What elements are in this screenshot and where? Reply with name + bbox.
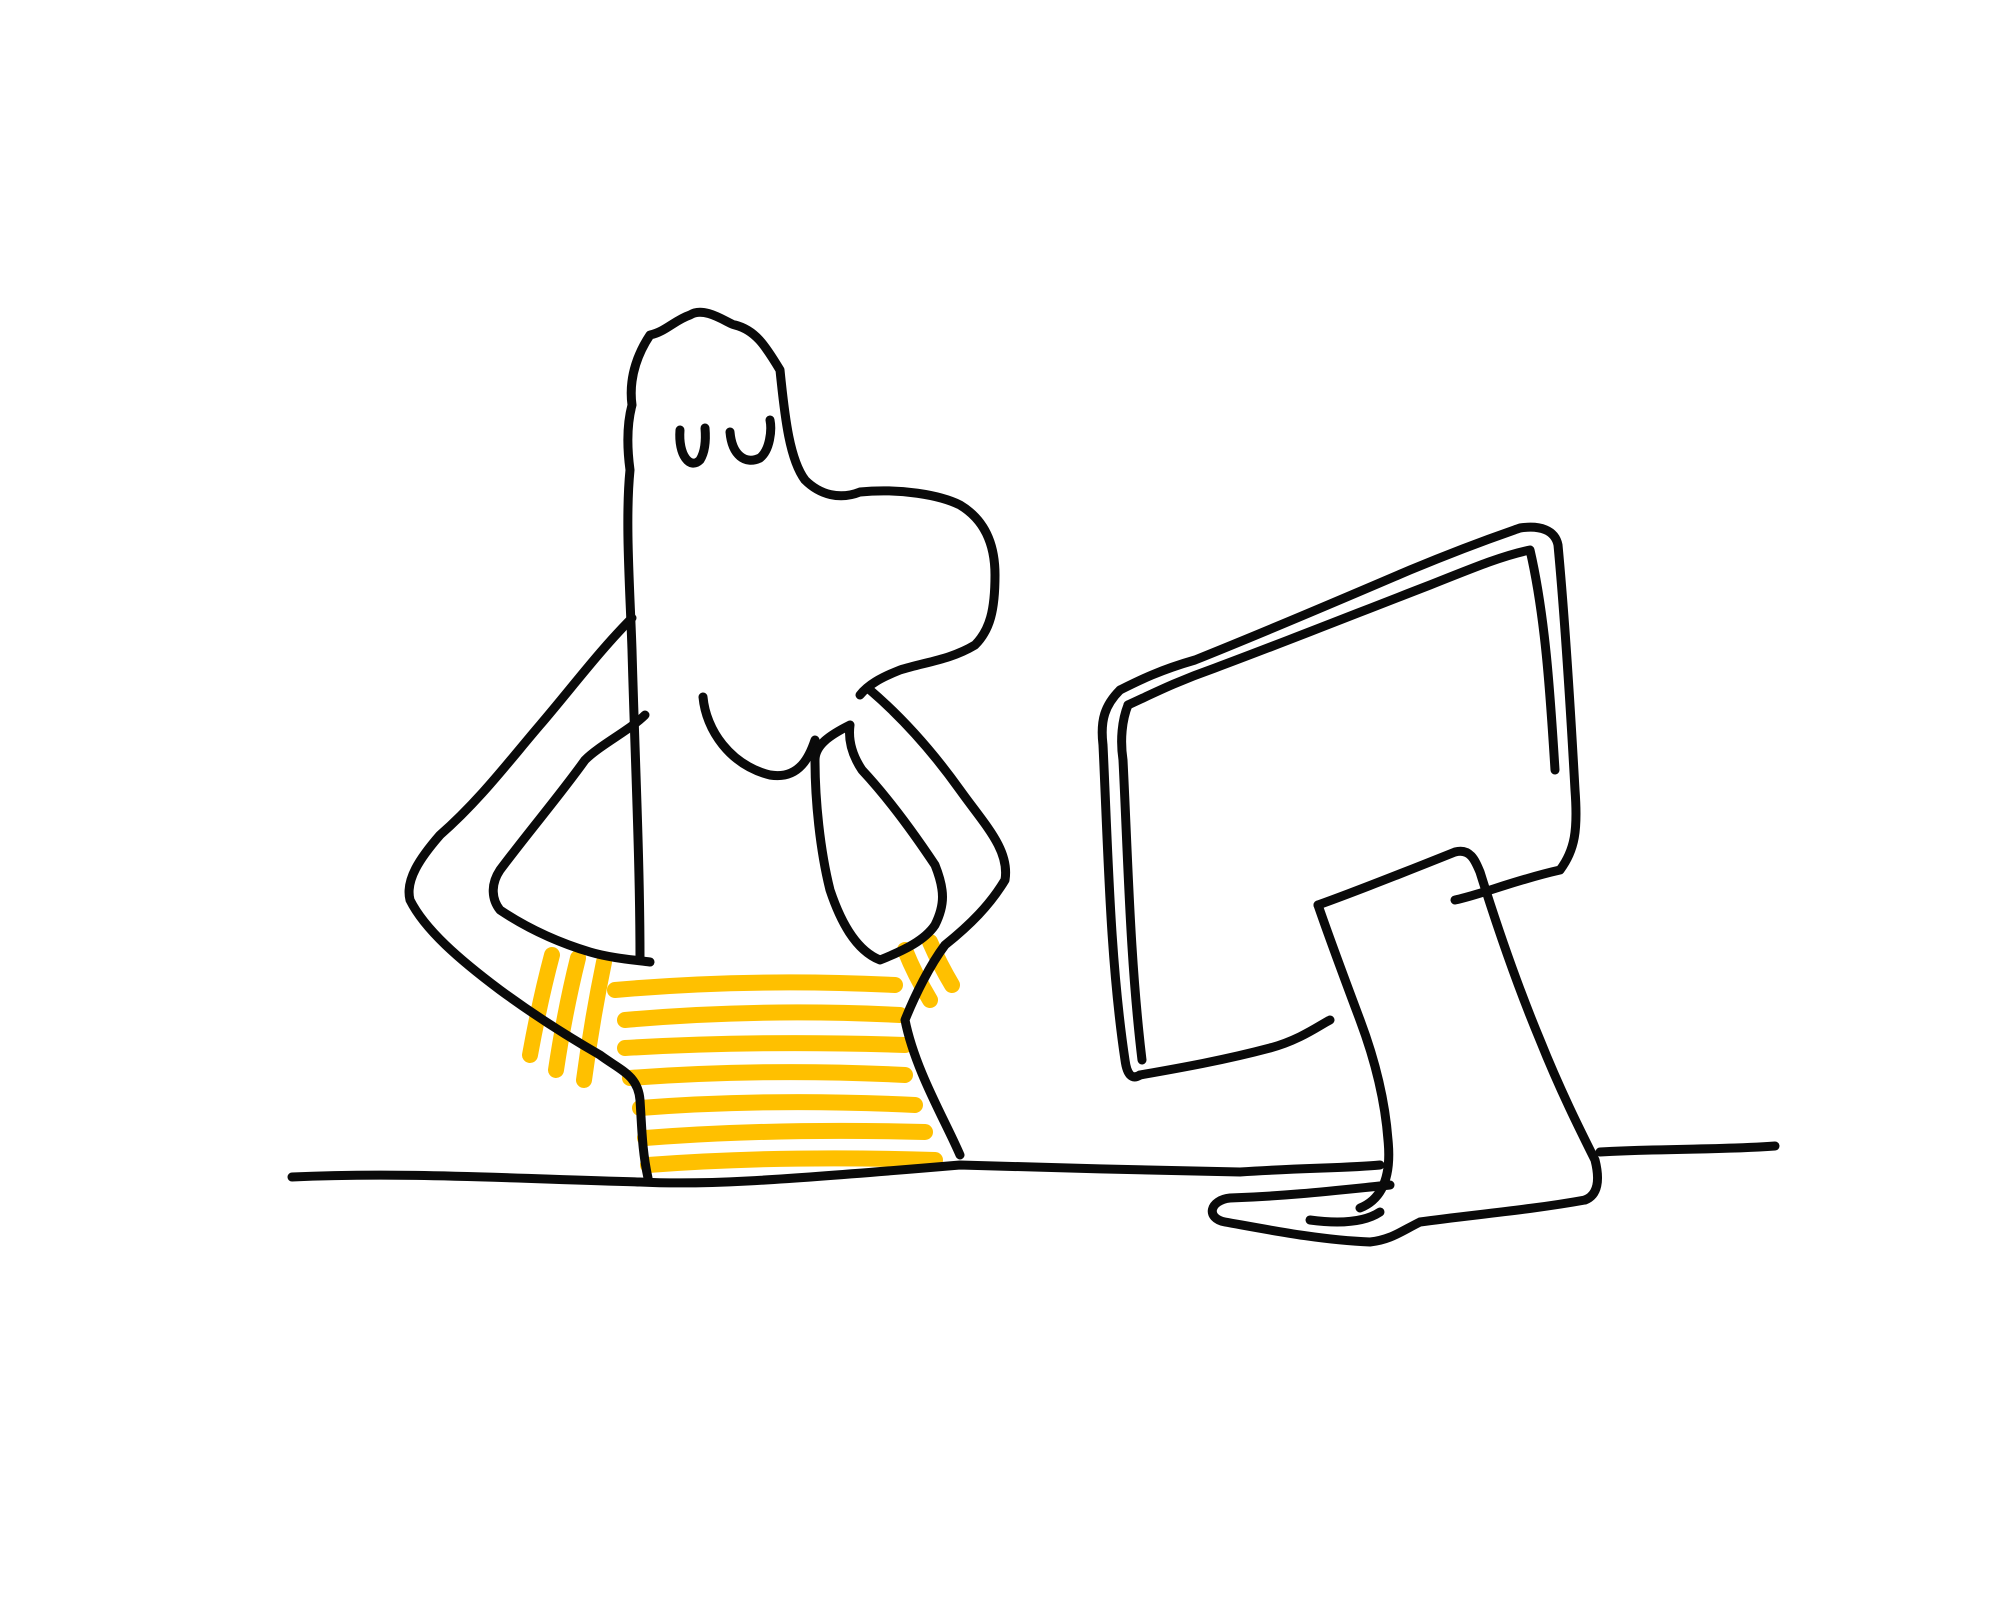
monitor-screen-inner bbox=[1123, 545, 1560, 775]
monitor-screen-edge bbox=[1097, 685, 1145, 1082]
chin-outline bbox=[698, 692, 820, 781]
table-line bbox=[287, 1141, 1780, 1188]
monitor-screen-inner-side bbox=[1117, 700, 1147, 1065]
head-outline bbox=[623, 307, 1000, 965]
striped-shirt bbox=[522, 934, 960, 1173]
computer-monitor-icon bbox=[1097, 522, 1602, 1247]
monitor-stand-base-foot bbox=[1305, 1207, 1385, 1227]
monitor-stand-base bbox=[1208, 1180, 1590, 1247]
person-figure-icon bbox=[404, 307, 1011, 1183]
left-arm bbox=[404, 613, 653, 1183]
monitor-stand-neck-back bbox=[1313, 846, 1602, 1205]
monitor-screen bbox=[1115, 522, 1581, 905]
left-arm-inner bbox=[488, 710, 655, 967]
right-arm bbox=[865, 685, 1011, 1160]
monitor-screen-bottom bbox=[1135, 1015, 1335, 1080]
right-arm-inner bbox=[810, 720, 947, 965]
right-eye-icon bbox=[725, 415, 776, 465]
left-eye-icon bbox=[675, 423, 710, 468]
